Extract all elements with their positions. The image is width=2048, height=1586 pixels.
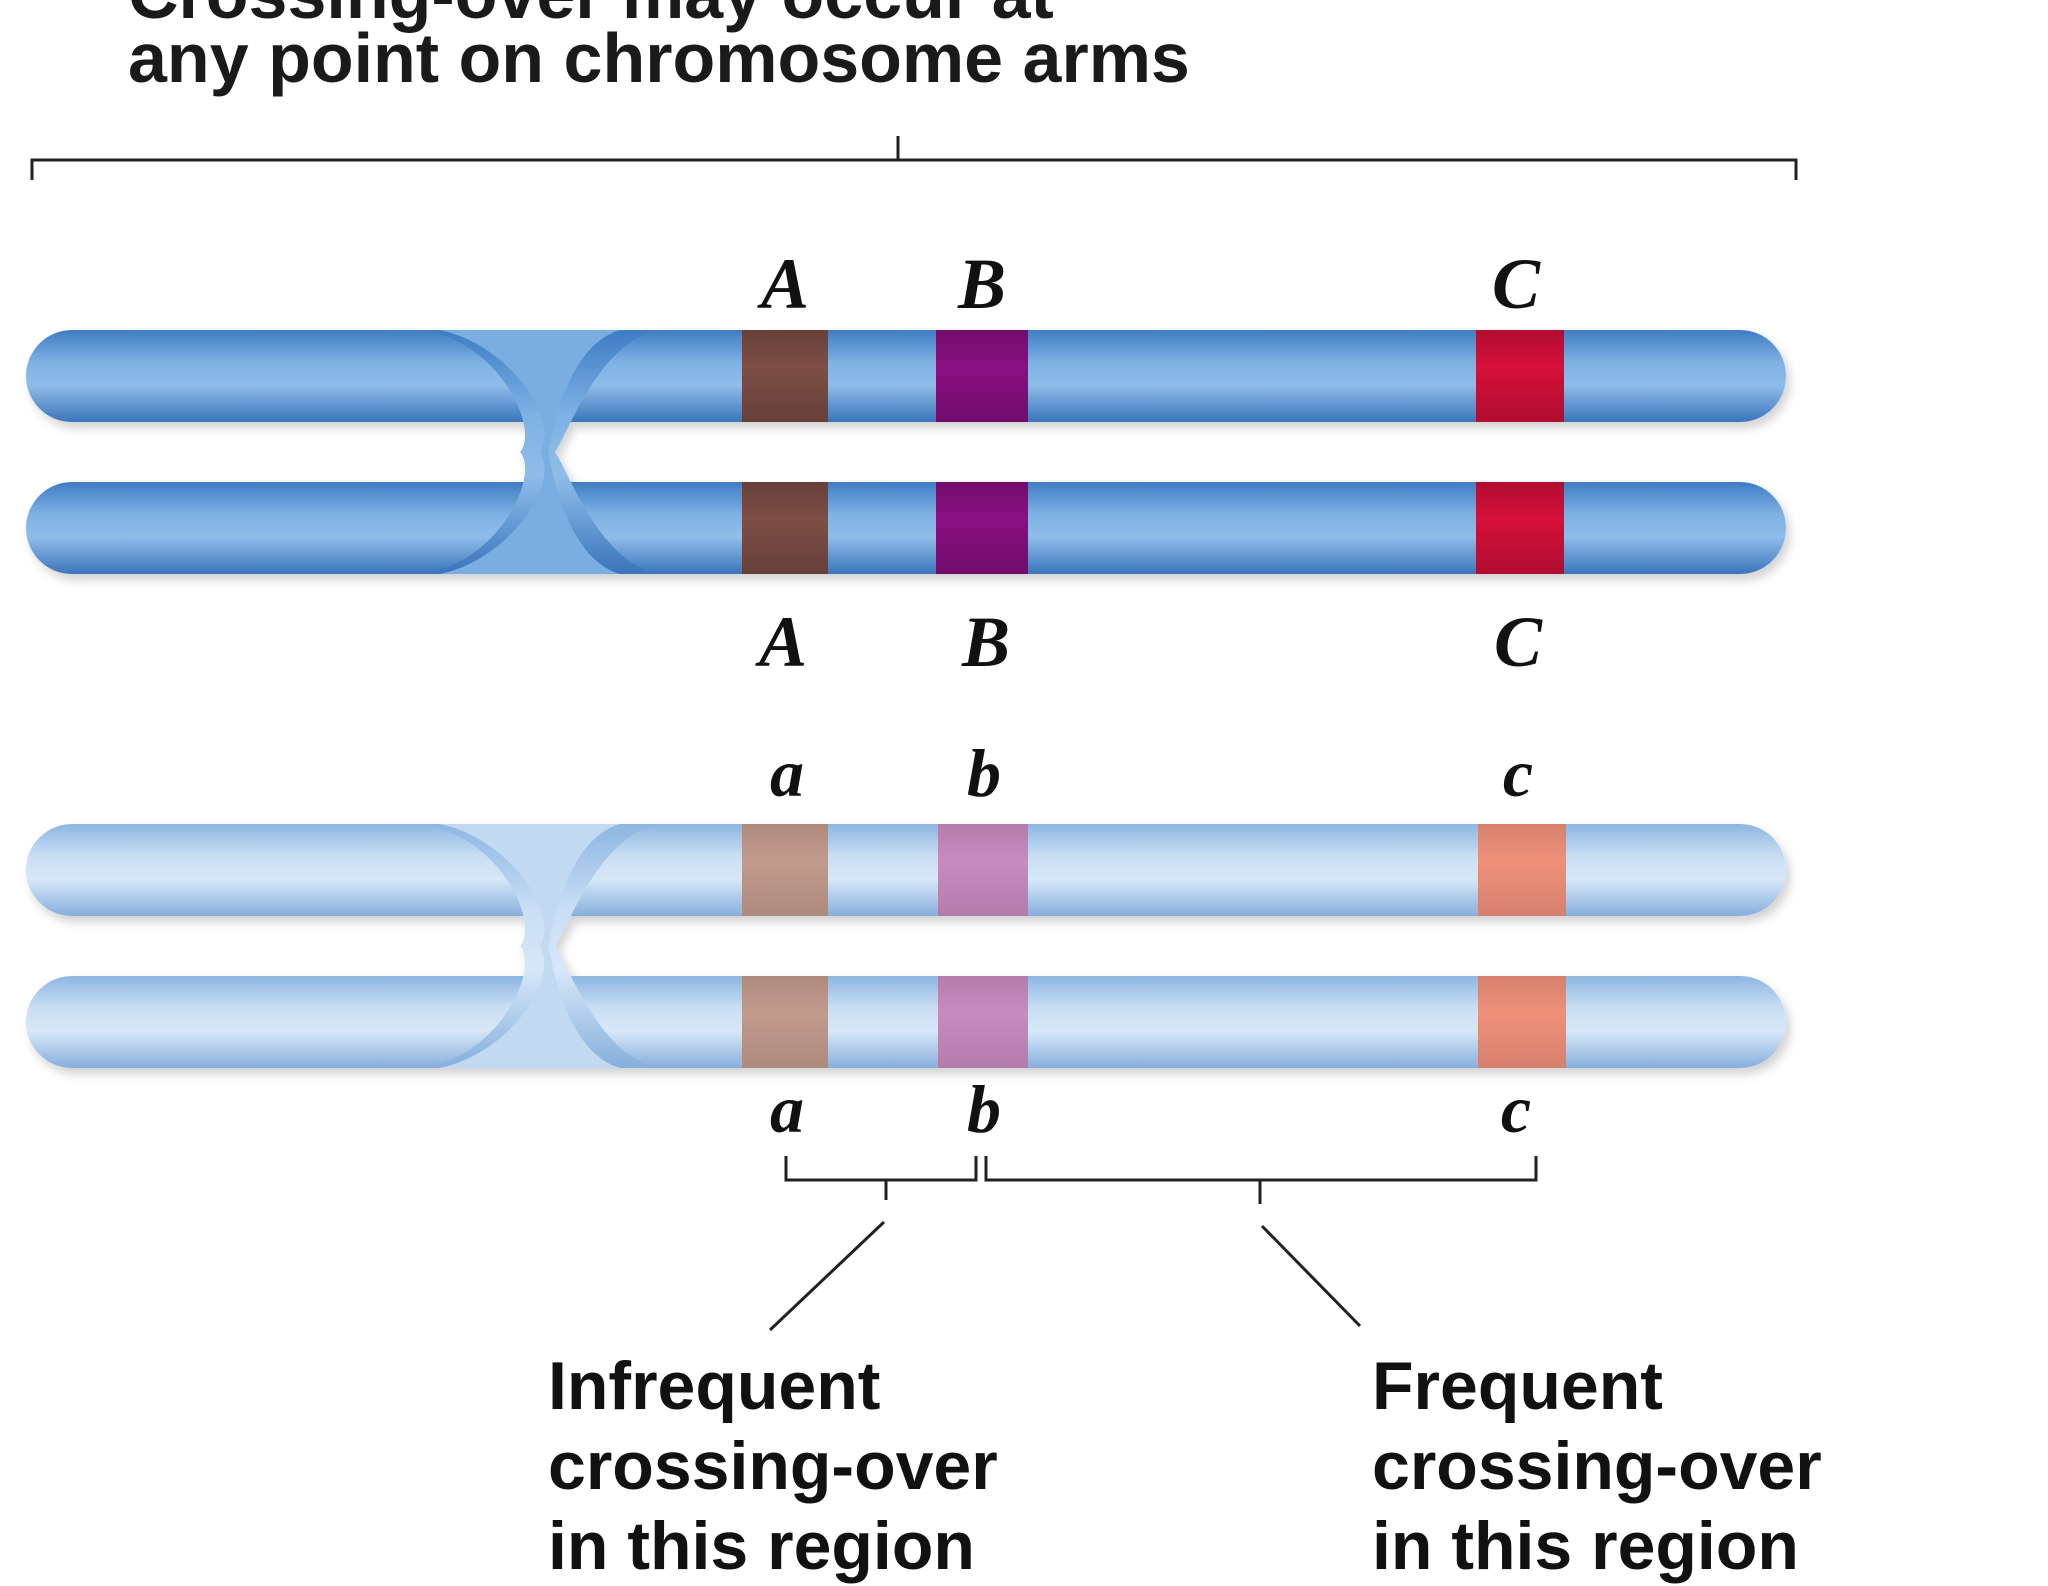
top-bands — [742, 330, 1564, 574]
top-chromosome — [26, 330, 1786, 574]
caption-frequent-line-1: Frequent — [1372, 1348, 1663, 1424]
bracket-infrequent-region — [784, 1156, 978, 1200]
caption-frequent: Frequent crossing-over in this region — [1372, 1346, 1822, 1586]
chromosome-figure: A B C A B C a b c a b c — [26, 136, 1798, 1332]
bracket-frequent-region — [984, 1156, 1538, 1204]
label-A-lower: A — [755, 602, 807, 682]
label-b-upper: b — [967, 735, 1001, 811]
label-a-lower: a — [770, 1071, 804, 1147]
label-C-lower: C — [1494, 602, 1543, 682]
label-A-upper: A — [757, 244, 809, 324]
label-C-upper: C — [1492, 244, 1541, 324]
bottom-bands — [742, 824, 1566, 1068]
label-c-lower: c — [1501, 1071, 1531, 1147]
crossing-over-diagram: Crossing-over may occur at any point on … — [26, 0, 1822, 1584]
leader-line-infrequent — [768, 1220, 886, 1332]
caption-frequent-line-2: crossing-over — [1372, 1428, 1822, 1504]
leader-line-frequent — [1260, 1224, 1362, 1328]
top-bracket — [30, 136, 1798, 180]
label-c-upper: c — [1503, 735, 1533, 811]
caption-frequent-line-3: in this region — [1372, 1508, 1799, 1584]
label-B-upper: B — [957, 244, 1006, 324]
caption-infrequent-line-1: Infrequent — [548, 1348, 881, 1424]
label-a-upper: a — [770, 735, 804, 811]
caption-infrequent-line-2: crossing-over — [548, 1428, 998, 1504]
title-line-2: any point on chromosome arms — [128, 19, 1190, 97]
caption-infrequent-line-3: in this region — [548, 1508, 975, 1584]
caption-infrequent: Infrequent crossing-over in this region — [548, 1346, 998, 1586]
label-b-lower: b — [967, 1071, 1001, 1147]
label-B-lower: B — [961, 602, 1010, 682]
bottom-chromosome — [26, 824, 1786, 1068]
title-line-1: Crossing-over may occur at — [128, 0, 1054, 34]
